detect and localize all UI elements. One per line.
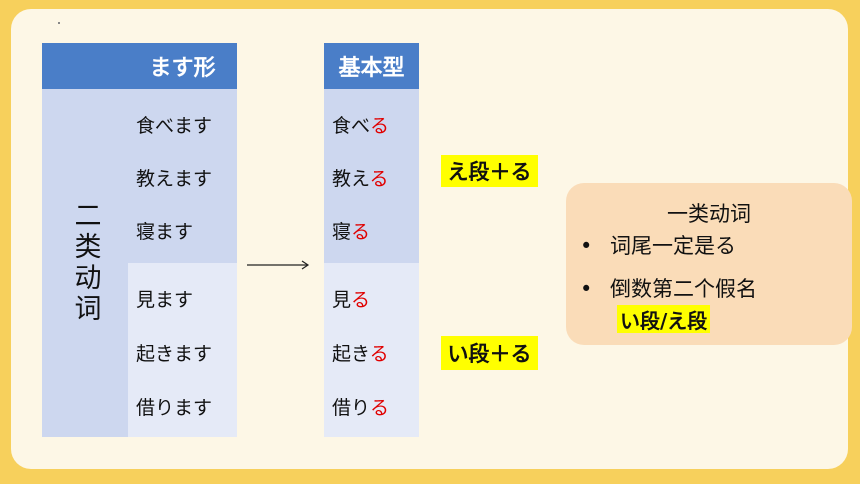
note-highlight: い段/え段 xyxy=(617,305,711,333)
note-box: 一类动词 •词尾一定是る •倒数第二个假名 xyxy=(566,183,852,345)
i-dan-rule: い段＋る xyxy=(441,336,538,370)
group-label-text: 二类动词 xyxy=(69,201,101,325)
group-label-cell xyxy=(42,89,128,437)
masu-cell-group-a xyxy=(128,89,237,263)
e-dan-rule: え段＋る xyxy=(441,155,538,187)
dictionary-form-header: 基本型 xyxy=(324,43,419,89)
right-arrow-icon xyxy=(247,260,310,270)
note-box-title: 一类动词 xyxy=(667,202,751,226)
masu-word: 食べます xyxy=(136,115,213,137)
masu-word: 寝ます xyxy=(136,221,194,243)
left-table-corner xyxy=(42,43,128,89)
masu-form-header: ます形 xyxy=(128,43,237,89)
dict-word: 寝る xyxy=(332,221,371,243)
dict-word: 借りる xyxy=(332,397,390,419)
dict-cell-group-b xyxy=(324,263,419,437)
decor-dot xyxy=(58,22,60,24)
bullet-icon: • xyxy=(580,234,593,258)
masu-word: 起きます xyxy=(136,343,213,365)
dict-word: 教える xyxy=(332,168,389,190)
masu-word: 見ます xyxy=(136,289,194,311)
note-bullet: •词尾一定是る xyxy=(580,234,736,258)
masu-cell-group-b xyxy=(128,263,237,437)
group-label: 二类动词 xyxy=(42,89,128,437)
note-bullet: •倒数第二个假名 xyxy=(580,277,757,301)
dict-word: 見る xyxy=(332,289,371,311)
bullet-icon: • xyxy=(580,277,593,301)
dict-word: 食べる xyxy=(332,115,390,137)
dict-cell-group-a xyxy=(324,89,419,263)
dict-word: 起きる xyxy=(332,343,389,365)
masu-word: 借ります xyxy=(136,397,213,419)
masu-word: 教えます xyxy=(136,168,213,190)
